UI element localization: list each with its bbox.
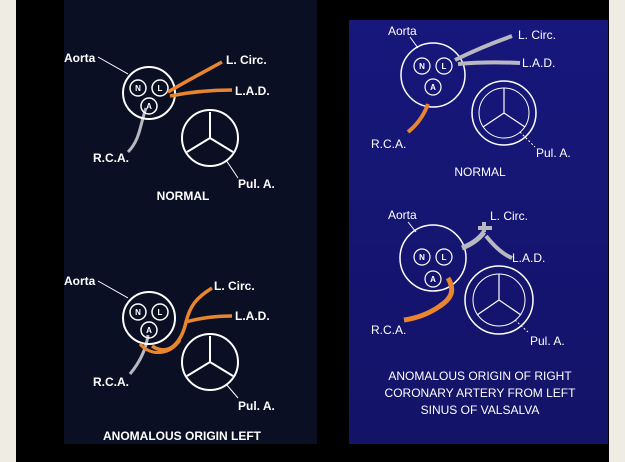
aorta-label: Aorta	[64, 51, 96, 65]
lad-label: L.A.D.	[235, 309, 270, 323]
anomalous-caption-line2: CORONARY ARTERY FROM LEFT	[385, 386, 577, 400]
pul-a-leader	[226, 160, 238, 178]
pulmonary-valve-lines	[187, 112, 233, 152]
l-circ-vessel	[168, 62, 222, 92]
anomalous-caption-line3: SINUS OF VALSALVA	[421, 403, 540, 417]
rca-label: R.C.A.	[93, 151, 129, 165]
l-circ-vessel	[455, 36, 512, 60]
cusp-n-label: N	[135, 84, 141, 93]
cusp-l-label: L	[442, 253, 447, 262]
aorta-leader	[98, 57, 128, 74]
cusp-l-label: L	[442, 62, 447, 71]
normal-caption: NORMAL	[454, 165, 506, 179]
cusp-l-label: L	[158, 308, 163, 317]
pulmonary-valve-lines	[483, 88, 525, 127]
cusp-a-label: A	[430, 83, 436, 92]
cusp-a-label: A	[146, 102, 152, 111]
pul-a-leader	[226, 384, 238, 398]
lad-vessel	[458, 62, 520, 64]
l-circ-label: L. Circ.	[518, 28, 556, 42]
aorta-leader	[98, 281, 128, 298]
aorta-label: Aorta	[64, 274, 96, 288]
lad-vessel	[170, 90, 232, 96]
aorta-circle	[401, 43, 465, 107]
pulmonary-valve-lines	[477, 274, 521, 315]
l-circ-label: L. Circ.	[490, 209, 528, 223]
aorta-label: Aorta	[388, 24, 417, 38]
cusp-a-label: A	[430, 275, 436, 284]
l-circ-vessel	[478, 222, 492, 232]
rca-label: R.C.A.	[93, 375, 129, 389]
aorta-label: Aorta	[388, 208, 417, 222]
left-normal-diagram: N L A Aorta L. Circ. L.A.D. R.C.A. Pul. …	[64, 51, 275, 203]
lad-vessel	[486, 236, 512, 258]
aorta-leader	[410, 37, 418, 48]
lad-label: L.A.D.	[235, 84, 270, 98]
l-circ-label: L. Circ.	[214, 279, 255, 293]
right-anomalous-diagram: N L A Aorta L. Circ. L.A.D. R.C.A. Pul. …	[371, 208, 576, 417]
anomalous-caption: ANOMALOUS ORIGIN LEFT	[103, 429, 262, 443]
lad-label: L.A.D.	[522, 56, 555, 70]
normal-caption: NORMAL	[157, 189, 210, 203]
pul-a-label: Pul. A.	[536, 146, 571, 160]
anomalous-caption-line1: ANOMALOUS ORIGIN OF RIGHT	[388, 369, 572, 383]
cusp-l-label: L	[158, 84, 163, 93]
rca-label: R.C.A.	[371, 323, 406, 337]
pul-a-label: Pul. A.	[238, 177, 275, 191]
rca-vessel	[404, 278, 452, 320]
rca-vessel	[128, 108, 146, 152]
rca-vessel	[408, 104, 428, 132]
rca-label: R.C.A.	[371, 137, 406, 151]
lad-label: L.A.D.	[512, 251, 545, 265]
lad-vessel	[186, 316, 232, 322]
pul-a-label: Pul. A.	[238, 399, 275, 413]
cusp-n-label: N	[135, 308, 141, 317]
rca-vessel	[130, 335, 148, 374]
cusp-n-label: N	[419, 62, 425, 71]
cusp-n-label: N	[419, 253, 425, 262]
right-normal-diagram: N L A Aorta L. Circ. L.A.D. R.C.A. Pul. …	[371, 24, 571, 179]
left-anomalous-diagram: N L A Aorta L. Circ. L.A.D. R.C.A. Pul. …	[64, 274, 275, 443]
cusp-a-label: A	[146, 326, 152, 335]
left-main-vessel	[462, 232, 484, 248]
aorta-leader	[408, 222, 416, 232]
pul-a-label: Pul. A.	[530, 334, 565, 348]
aorta-circle	[123, 67, 175, 119]
l-circ-label: L. Circ.	[226, 53, 267, 67]
pulmonary-valve-lines	[187, 336, 233, 376]
